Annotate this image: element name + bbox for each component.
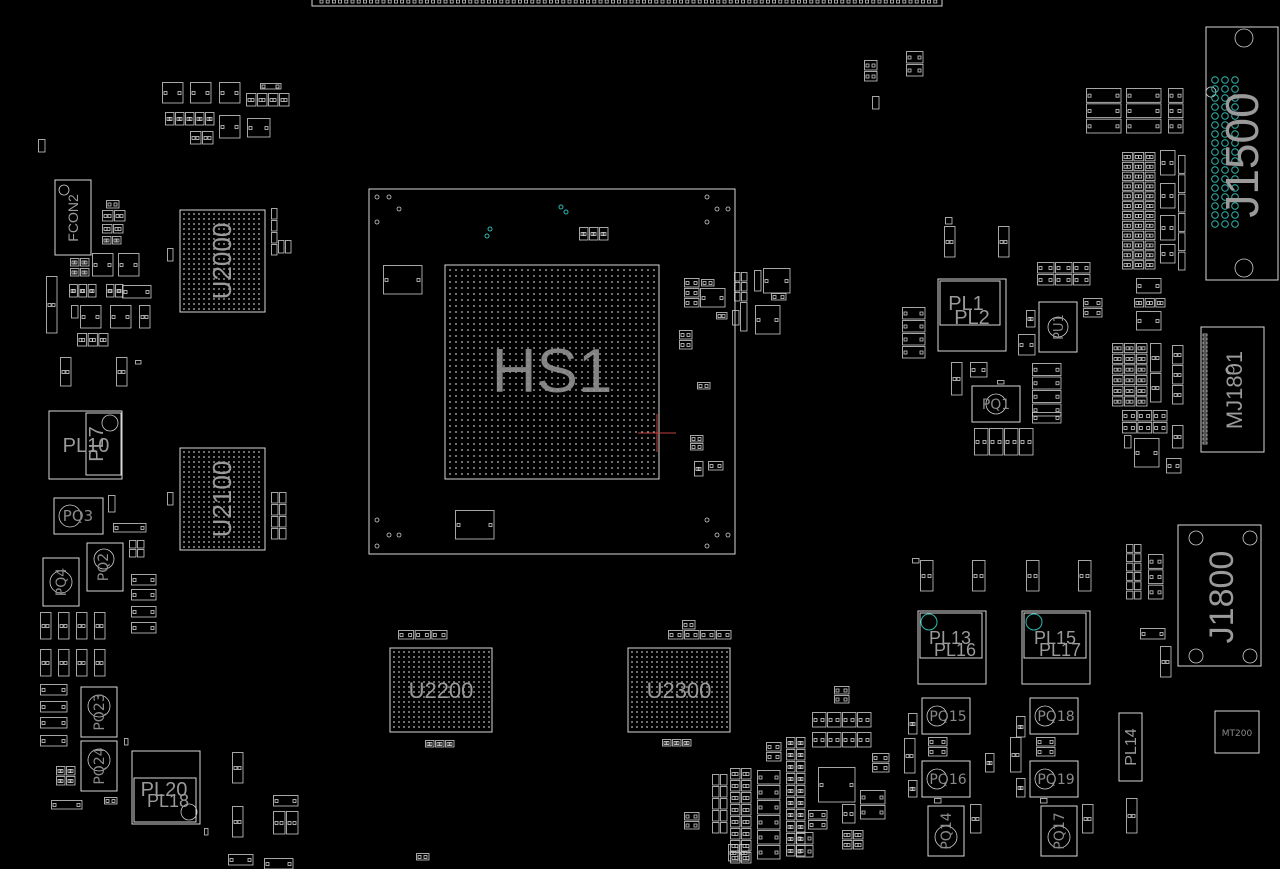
j1500-label: J1500 — [1216, 92, 1268, 217]
pq14-mosfet[interactable]: PQ14 — [927, 805, 965, 857]
pu1-label: PU1 — [1052, 314, 1067, 340]
pq16-mosfet[interactable]: PQ16 — [921, 760, 971, 798]
pl15-label: PL15 — [1034, 628, 1076, 648]
pl14-label: PL14 — [1123, 728, 1140, 765]
pl10-label: PL10 — [63, 435, 110, 457]
pq15-mosfet[interactable]: PQ15 — [921, 697, 971, 735]
fcon2-connector[interactable]: FCON2 — [54, 179, 92, 256]
pl13-pl16-inductor[interactable]: PL13 PL16 — [917, 610, 987, 685]
pq3-label: PQ3 — [63, 507, 93, 525]
j1800-label: J1800 — [1203, 551, 1241, 644]
mt200-label: MT200 — [1222, 729, 1253, 739]
pl20-pl18-inductor[interactable]: PL20 PL18 — [131, 750, 201, 825]
pl10-pl7-inductor[interactable]: PL10 PL7 — [48, 410, 123, 480]
pq18-label: PQ18 — [1037, 709, 1074, 725]
pq19-mosfet[interactable]: PQ19 — [1029, 760, 1079, 798]
u2200-label: U2200 — [409, 678, 474, 703]
pl16-label: PL16 — [934, 640, 976, 660]
j1500-connector[interactable]: J1500 — [1205, 26, 1279, 281]
pq24-label: PQ24 — [92, 747, 108, 784]
pl15-pl17-inductor[interactable]: PL15 PL17 — [1021, 610, 1091, 685]
mj1801-label: MJ1801 — [1222, 351, 1247, 429]
u2300-chip[interactable]: U2300 — [627, 647, 731, 733]
mt200-part[interactable]: MT200 — [1214, 710, 1260, 754]
pq19-label: PQ19 — [1037, 772, 1074, 788]
pq14-label: PQ14 — [939, 812, 955, 849]
u2100-chip[interactable]: U2100 — [179, 447, 266, 551]
pl7-label: PL7 — [86, 426, 108, 462]
u2200-chip[interactable]: U2200 — [389, 647, 493, 733]
pl1-pl2-inductor[interactable]: PL1 PL2 — [937, 278, 1007, 352]
fcon2-label: FCON2 — [65, 194, 81, 242]
pl18-label: PL18 — [147, 791, 189, 811]
pq17-label: PQ17 — [1052, 812, 1068, 849]
j1800-connector[interactable]: J1800 — [1177, 524, 1262, 667]
pl2-label: PL2 — [954, 307, 990, 329]
u2300-label: U2300 — [647, 678, 712, 703]
pq1-mosfet[interactable]: PQ1 — [971, 385, 1021, 423]
pq23-mosfet[interactable]: PQ23 — [80, 686, 118, 738]
pq15-label: PQ15 — [929, 709, 966, 725]
pu1-regulator[interactable]: PU1 — [1038, 301, 1078, 353]
pl13-label: PL13 — [929, 628, 971, 648]
pq1-label: PQ1 — [982, 397, 1010, 413]
u2100-label: U2100 — [207, 461, 237, 538]
pl20-label: PL20 — [141, 779, 188, 801]
u2000-label: U2000 — [207, 223, 237, 300]
u2000-chip[interactable]: U2000 — [179, 209, 266, 313]
hs1-label: HS1 — [492, 337, 613, 406]
pq17-mosfet[interactable]: PQ17 — [1040, 805, 1078, 857]
pl1-label: PL1 — [948, 293, 984, 315]
pq16-label: PQ16 — [929, 772, 966, 788]
pq18-mosfet[interactable]: PQ18 — [1029, 697, 1079, 735]
hs1-package[interactable]: HS1 — [368, 188, 736, 555]
mj1801-connector[interactable]: MJ1801 — [1200, 326, 1265, 453]
pq23-label: PQ23 — [92, 693, 108, 730]
pl14-inductor[interactable]: PL14 — [1118, 712, 1143, 782]
pq2-label: PQ2 — [96, 553, 112, 581]
pl17-label: PL17 — [1039, 640, 1081, 660]
pq24-mosfet[interactable]: PQ24 — [80, 740, 118, 792]
pq3-mosfet[interactable]: PQ3 — [53, 497, 104, 535]
pq2-mosfet[interactable]: PQ2 — [86, 542, 124, 592]
top-connector — [311, 0, 943, 7]
pq4-mosfet[interactable]: PQ4 — [42, 557, 80, 607]
passive-components — [38, 51, 1186, 869]
pq4-label: PQ4 — [54, 568, 70, 596]
